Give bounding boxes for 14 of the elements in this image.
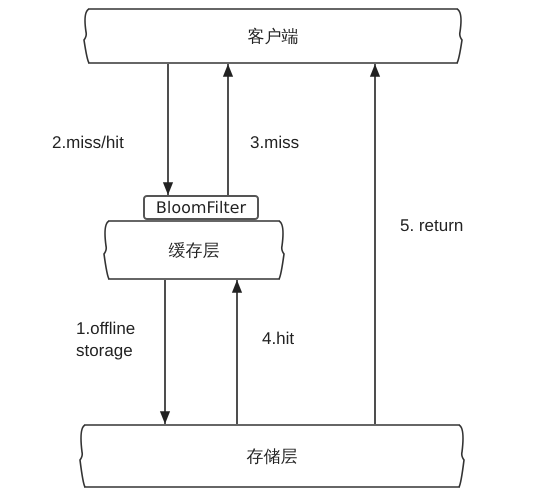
edge-label: 4.hit [262,328,294,350]
arrow [370,64,380,424]
edge-label: 3.miss [250,132,300,154]
edge-label: 1.offline storage [76,318,136,362]
edge-label: 2.miss/hit [52,132,124,154]
filter-tag-box: BloomFilter [143,195,259,220]
layer-box: 客户端 [82,8,464,64]
edge-label: 5. return [400,215,464,237]
layer-box: 缓存层 [102,220,286,280]
arrow [162,64,174,195]
arrow [160,280,170,424]
arrow [232,280,242,424]
layer-box: 存储层 [78,424,466,488]
arrow [222,64,234,195]
